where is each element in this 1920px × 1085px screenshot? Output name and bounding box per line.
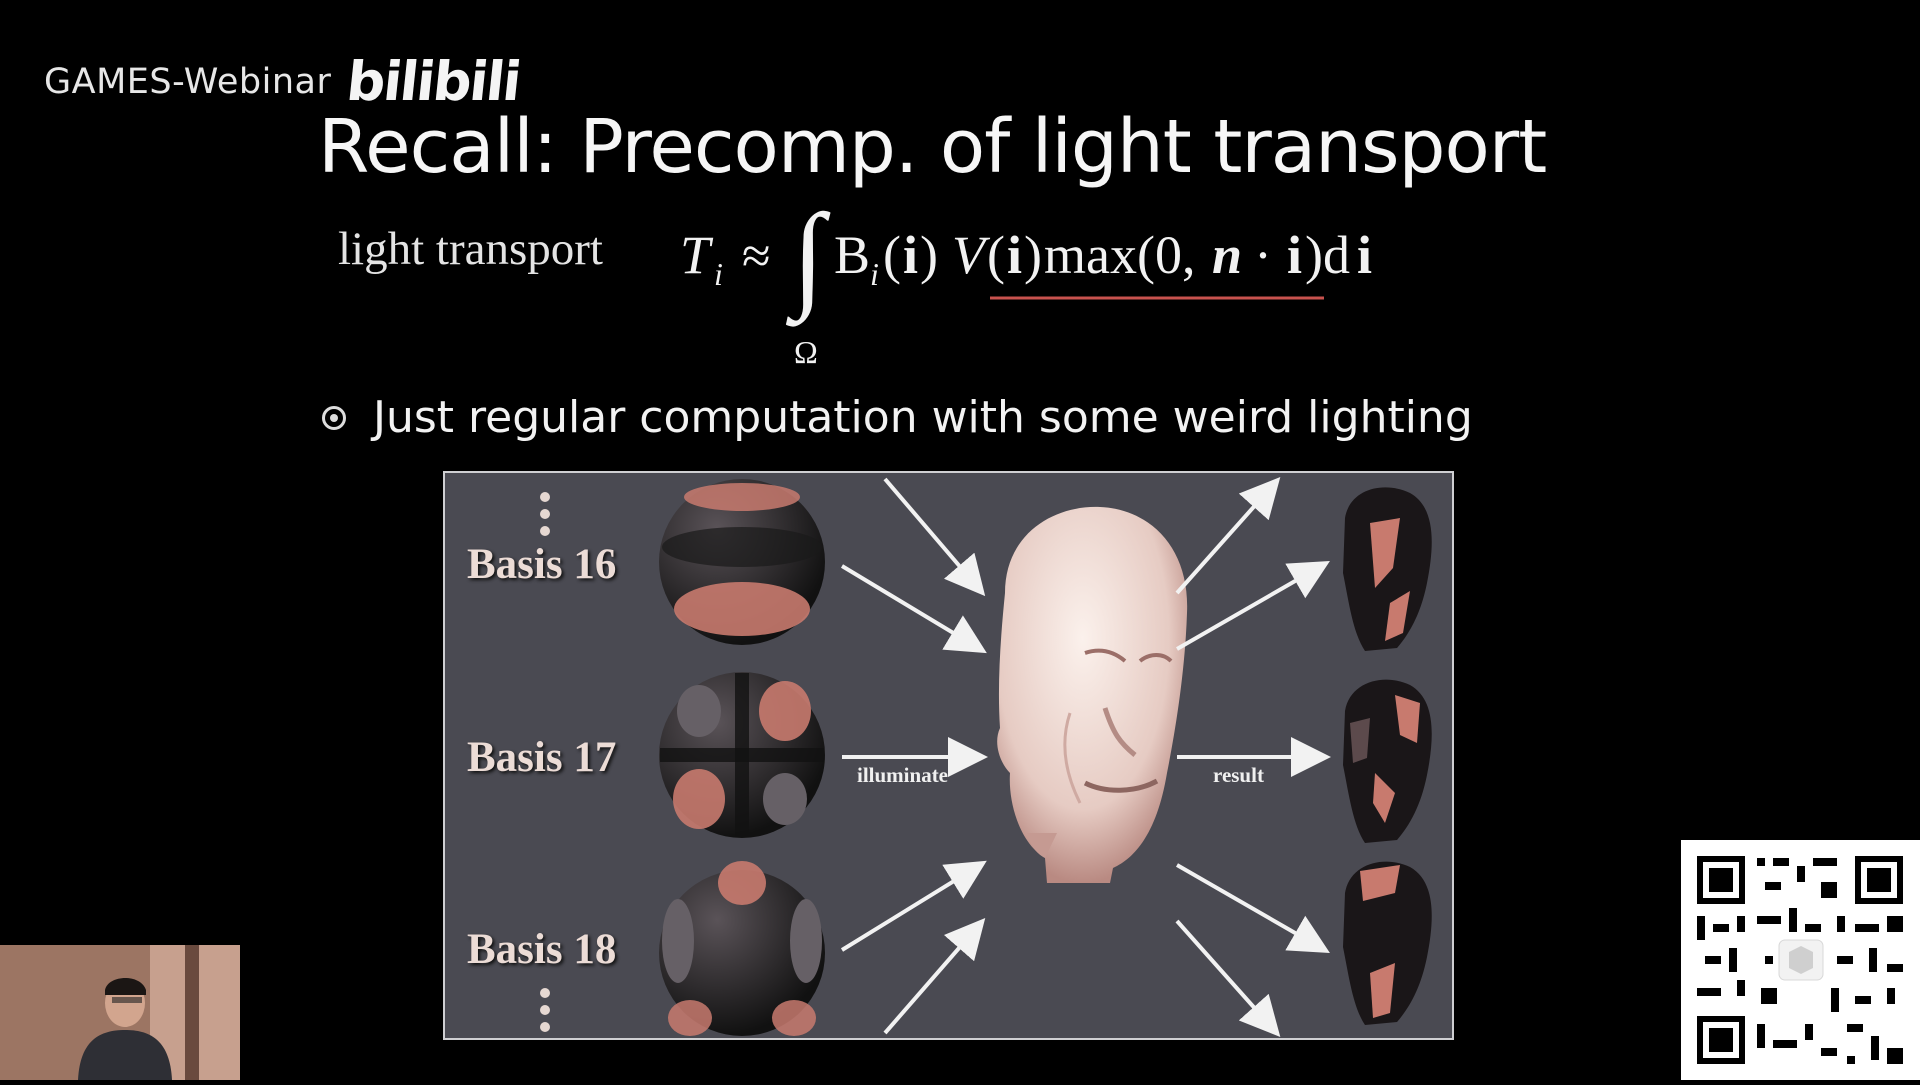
svg-text:Ω: Ω xyxy=(794,334,818,370)
svg-text:i: i xyxy=(714,256,723,292)
svg-text:max(0,: max(0, xyxy=(1044,225,1195,285)
basis-18-sphere xyxy=(659,861,825,1036)
result-head-1 xyxy=(1343,487,1432,651)
result-head-3 xyxy=(1343,861,1432,1025)
svg-text:i: i xyxy=(1287,225,1302,285)
svg-text:i: i xyxy=(870,256,879,292)
bullet-text: Just regular computation with some weird… xyxy=(373,392,1473,443)
ellipsis-bottom-icon xyxy=(540,988,550,1032)
svg-text:): ) xyxy=(1024,225,1042,285)
result-head-2 xyxy=(1343,679,1432,843)
qr-code xyxy=(1681,840,1920,1080)
head-model xyxy=(997,506,1188,883)
result-label: result xyxy=(1213,763,1264,787)
formula-label: light transport xyxy=(338,223,603,275)
svg-text:i: i xyxy=(903,225,918,285)
presenter-webcam xyxy=(0,945,240,1080)
basis-17-sphere xyxy=(659,672,825,838)
svg-text:n: n xyxy=(1212,225,1242,285)
light-transport-formula: T i ≈ ∫ Ω B i ( i ) V ( i ) max(0, n · i… xyxy=(680,195,1400,375)
prt-figure: Basis 16 Basis 17 Basis 18 illuminate re… xyxy=(443,471,1454,1040)
brand-header: GAMES-Webinar bilibili xyxy=(44,50,523,113)
svg-text:V: V xyxy=(952,225,991,285)
ellipsis-top-icon xyxy=(540,492,550,536)
svg-text:i: i xyxy=(1007,225,1022,285)
output-arrows xyxy=(1175,477,1331,1037)
slide-title: Recall: Precomp. of light transport xyxy=(318,104,1547,190)
svg-text:): ) xyxy=(920,225,938,285)
bullet-item: Just regular computation with some weird… xyxy=(322,392,1473,443)
basis-16-sphere xyxy=(659,479,825,645)
svg-text:(: ( xyxy=(883,225,901,285)
input-arrows xyxy=(840,477,988,1035)
basis-17-label: Basis 17 xyxy=(467,734,617,781)
svg-text:≈: ≈ xyxy=(742,228,771,285)
basis-16-label: Basis 16 xyxy=(467,541,617,588)
svg-text:B: B xyxy=(834,225,870,285)
svg-text:(: ( xyxy=(987,225,1005,285)
svg-text:∫: ∫ xyxy=(785,195,831,327)
illuminate-label: illuminate xyxy=(857,763,949,787)
channel-name: GAMES-Webinar xyxy=(44,61,332,102)
svg-text:)d: )d xyxy=(1305,225,1350,285)
svg-text:i: i xyxy=(1357,225,1372,285)
basis-18-label: Basis 18 xyxy=(467,926,617,973)
bullet-circle-icon xyxy=(322,405,346,430)
svg-text:T: T xyxy=(680,225,714,285)
svg-text:·: · xyxy=(1254,225,1272,285)
